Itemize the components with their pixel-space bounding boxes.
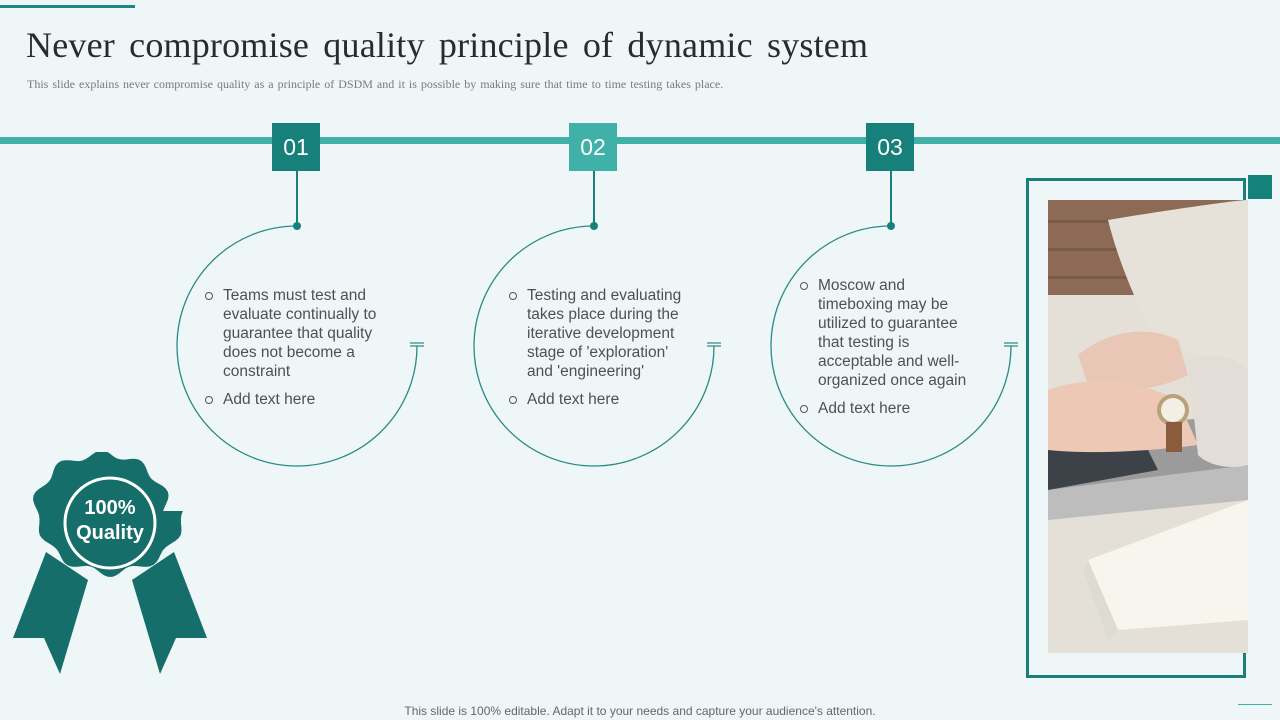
badge-ribbon-left bbox=[13, 552, 88, 674]
step-1-dot bbox=[293, 222, 301, 230]
slide-subtitle: This slide explains never compromise qua… bbox=[27, 77, 724, 91]
step-1-text: Teams must test and evaluate continually… bbox=[204, 286, 389, 418]
step-1-number-box: 01 bbox=[272, 123, 320, 171]
footer-note: This slide is 100% editable. Adapt it to… bbox=[404, 704, 876, 718]
step-3-dot bbox=[887, 222, 895, 230]
badge-ribbon-right bbox=[132, 552, 207, 674]
quality-badge-icon bbox=[13, 452, 207, 674]
step-3-text: Moscow and timeboxing may be utilized to… bbox=[799, 276, 979, 427]
footer-accent-line bbox=[1238, 704, 1272, 705]
step-2-bullet-1: Testing and evaluating takes place durin… bbox=[508, 286, 693, 381]
top-accent-line bbox=[0, 5, 135, 8]
step-3-connector bbox=[890, 171, 892, 223]
step-1-connector bbox=[296, 171, 298, 223]
slide-title: Never compromise quality principle of dy… bbox=[26, 25, 869, 65]
step-1-bullet-1: Teams must test and evaluate continually… bbox=[204, 286, 389, 381]
step-2-connector bbox=[593, 171, 595, 223]
step-1-arc bbox=[176, 225, 418, 467]
step-2-text: Testing and evaluating takes place durin… bbox=[508, 286, 693, 418]
step-3-bullet-1: Moscow and timeboxing may be utilized to… bbox=[799, 276, 979, 390]
photo-frame-corner bbox=[1248, 175, 1272, 199]
timeline-bar bbox=[0, 137, 1280, 144]
step-2-number-box: 02 bbox=[569, 123, 617, 171]
badge-text-line1: 100% bbox=[84, 497, 136, 519]
step-3-number-box: 03 bbox=[866, 123, 914, 171]
badge-text-line2: Quality bbox=[76, 522, 144, 544]
step-3-bullet-2: Add text here bbox=[799, 399, 979, 418]
badge-inner-ring bbox=[63, 476, 157, 570]
step-2-dot bbox=[590, 222, 598, 230]
step-1-bullet-2: Add text here bbox=[204, 390, 389, 409]
step-2-bullet-2: Add text here bbox=[508, 390, 693, 409]
step-2-arc bbox=[473, 225, 715, 467]
laptop-photo bbox=[1048, 200, 1248, 653]
step-3-arc bbox=[770, 225, 1012, 467]
